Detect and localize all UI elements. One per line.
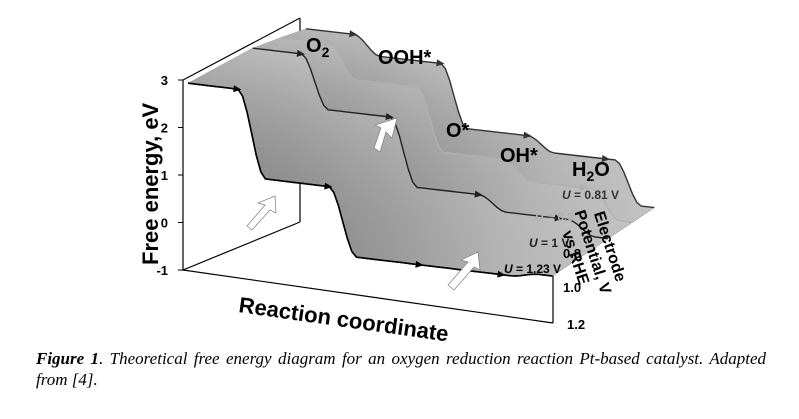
state-label-h2o: H2O <box>572 159 610 184</box>
energy-surface <box>187 28 655 277</box>
series-line <box>280 37 633 223</box>
state-label-main: OH* <box>500 145 538 167</box>
z-tick-label: 1.0 <box>563 280 581 295</box>
caption-label: Figure 1 <box>36 349 100 368</box>
state-label-ooh: OOH* <box>378 47 432 69</box>
series-label-value: = 0.81 V <box>571 188 619 202</box>
z-tick-label: 0.8 <box>563 246 581 261</box>
series-arrowhead <box>296 49 306 57</box>
series-arrowhead <box>474 190 483 198</box>
series-arrowhead <box>554 214 563 222</box>
series-label: U = 1.23 V <box>504 262 561 276</box>
surface-shade <box>252 37 633 239</box>
series-label-prefix: U <box>535 210 544 224</box>
state-label-sub: 2 <box>586 168 594 184</box>
series-arrowhead <box>436 59 445 67</box>
series-labels: U = 0.81 VU = 0.9 VU = 1 VU = 1.23 V <box>504 188 619 276</box>
caption-text: . Theoretical free energy diagram for an… <box>36 349 766 389</box>
x-axis-label: Reaction coordinate <box>237 292 450 345</box>
z-tick-group: 0.8 1.0 1.2 <box>563 246 585 332</box>
arrow-shape <box>246 195 277 231</box>
series-label-prefix: U <box>529 236 538 250</box>
y-tick-label: -1 <box>156 263 168 278</box>
state-label-o2: O2 <box>306 35 330 60</box>
series-arrowhead <box>601 154 611 162</box>
state-label-main: O <box>306 35 322 57</box>
series-lines <box>187 28 655 278</box>
state-label-main: OOH* <box>378 47 432 69</box>
surface-shade <box>280 28 655 223</box>
series-arrowhead <box>324 39 333 47</box>
state-label-oh: OH* <box>500 145 538 167</box>
series-arrowhead <box>523 131 532 139</box>
state-label-main: O* <box>446 120 470 142</box>
y-tick-label: 0 <box>161 216 168 231</box>
series-arrowhead <box>415 260 424 268</box>
z-tick-label: 1.2 <box>567 317 585 332</box>
state-label-main: H <box>572 159 586 181</box>
y-tick-label: 2 <box>161 121 168 136</box>
series-line <box>252 47 609 240</box>
series-arrowhead <box>349 30 358 38</box>
series-arrowhead <box>500 155 509 163</box>
series-arrowhead <box>233 85 242 93</box>
series-line <box>187 82 553 277</box>
series-arrowhead <box>579 183 588 191</box>
arrow-shape <box>447 251 481 291</box>
y-tick-label: 1 <box>161 168 168 183</box>
surface-shade <box>188 48 609 277</box>
state-label-sub: 2 <box>322 44 330 60</box>
series-label: U = 0.9 V <box>535 210 585 224</box>
series-label-prefix: U <box>504 262 513 276</box>
series-line <box>305 28 655 209</box>
state-label-o: O* <box>446 120 470 142</box>
y-tick-label: 3 <box>161 73 168 88</box>
series-label-value: = 1.23 V <box>513 262 561 276</box>
series-arrowhead <box>385 113 394 121</box>
figure-caption: Figure 1. Theoretical free energy diagra… <box>36 348 766 390</box>
series-arrowhead <box>324 182 333 190</box>
series-arrowhead <box>497 270 506 278</box>
floor-right-edge <box>182 269 554 324</box>
series-label-value: = 0.9 V <box>544 210 586 224</box>
state-label-tail: O <box>594 159 610 181</box>
back-wall-top-edge <box>182 17 301 81</box>
series-label: U = 1 V <box>529 236 569 250</box>
series-label-prefix: U <box>562 188 571 202</box>
series-label-value: = 1 V <box>538 236 570 250</box>
y-tick-group: 3 2 1 0 -1 <box>156 73 183 278</box>
series-label: U = 0.81 V <box>562 188 619 202</box>
y-axis-label: Free energy, eV <box>138 102 163 265</box>
arrow-shape <box>373 117 398 153</box>
white-arrows <box>246 117 481 291</box>
series-arrowhead <box>412 83 421 90</box>
